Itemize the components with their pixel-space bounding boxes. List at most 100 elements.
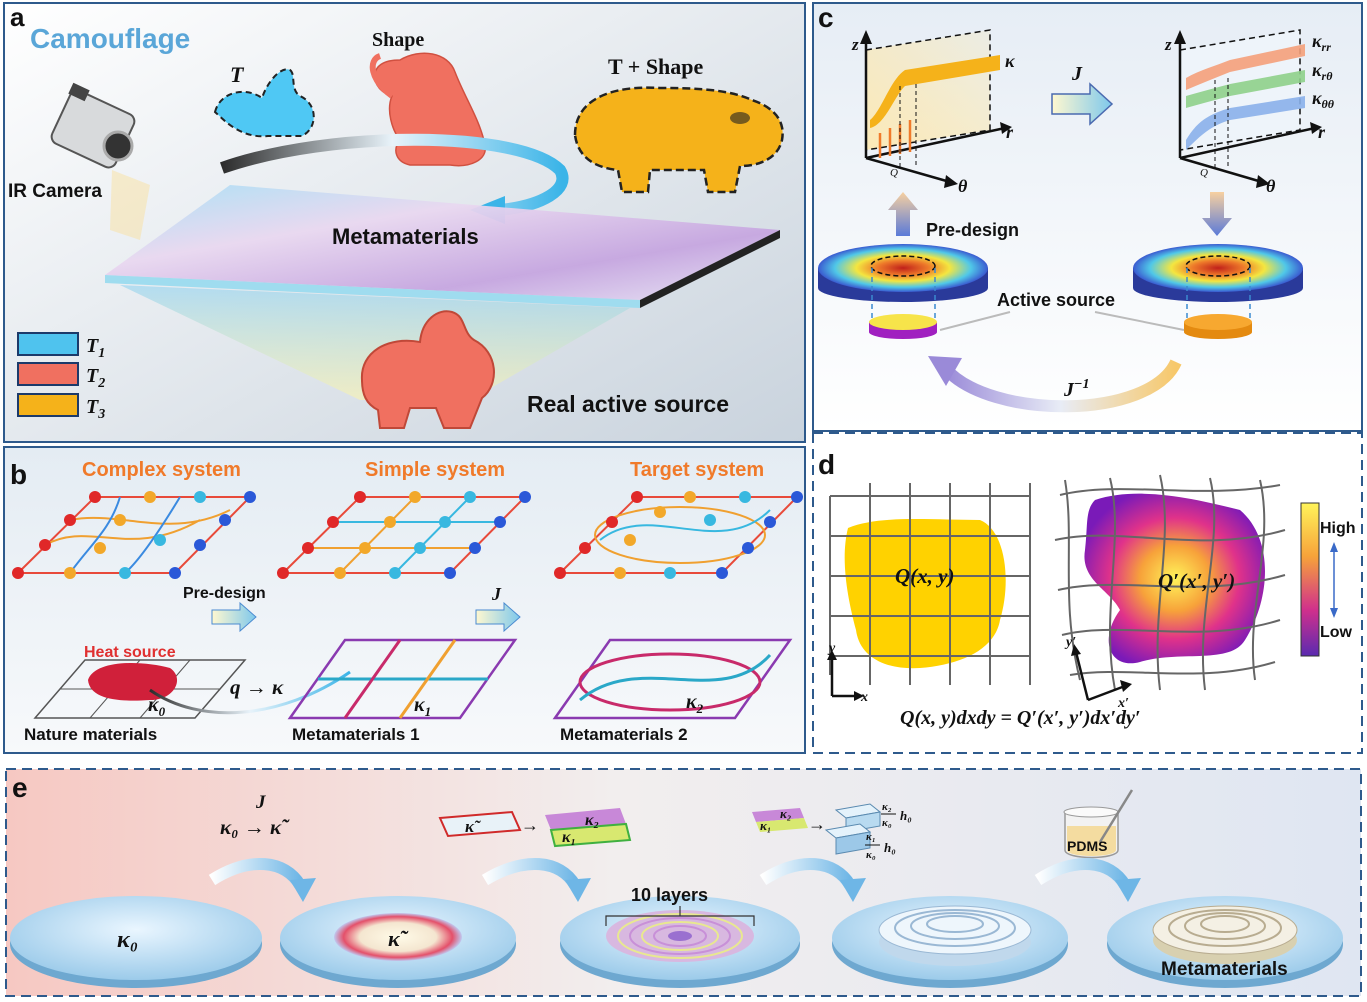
panel-b: b Complex system Simple system Target sy… [3, 446, 806, 754]
kappa-rr-label: κrr [1312, 31, 1331, 54]
lattice-simple [277, 491, 531, 579]
colorbar-low-label: Low [1320, 624, 1353, 641]
ir-camera-icon [50, 82, 136, 169]
rabbit-red-icon [360, 310, 495, 429]
kappa-rtheta-label: κrθ [1312, 60, 1333, 83]
lattice-target [554, 491, 803, 579]
axis-theta-right: θ [1266, 176, 1276, 196]
metamaterials-label: Metamaterials [332, 224, 479, 249]
legend-swatch-t1 [17, 332, 79, 356]
e-step3-tile-k2 [752, 808, 804, 822]
t-shape-label: T + Shape [608, 54, 704, 79]
j-inverse-label: J−1 [1063, 377, 1089, 401]
e-arrow-small-2-icon: → [808, 814, 826, 834]
e-tile-k2 [545, 808, 626, 830]
e-tilde-tile [438, 810, 522, 838]
e-arrow-3 [759, 857, 856, 889]
q-prime-label: Q′(x′, y′) [1158, 569, 1235, 593]
heat-source-blob [88, 663, 178, 701]
axis-r-right: r [1318, 122, 1326, 142]
pdms-label: PDMS [1067, 838, 1107, 854]
e-arrow-1 [208, 857, 306, 889]
e-disk1-label: κ₀ [117, 927, 138, 953]
e-arrow-small-1-icon: → [521, 815, 539, 835]
grid-meta2 [552, 638, 793, 720]
disk-left [818, 244, 988, 339]
panel-letter-a: a [10, 2, 25, 32]
regular-grid [829, 483, 1031, 685]
e-step3-k2-label: κ₂ [780, 806, 791, 821]
ir-camera-label: IR Camera [8, 181, 102, 202]
kappa0-label-b: κ0 [148, 694, 166, 719]
j-label-c: J [1071, 63, 1083, 85]
panel-letter-b: b [10, 459, 27, 490]
system-title-complex: Complex system [82, 459, 241, 481]
kappa-thetatheta-label: κθθ [1312, 88, 1335, 111]
arrow-pre-design-icon [211, 601, 257, 633]
arrow-j-icon [475, 601, 521, 633]
metamaterial-plate [105, 185, 780, 300]
kappa-surface [870, 55, 1000, 128]
system-title-simple: Simple system [365, 459, 505, 481]
e-disk-4 [832, 896, 1068, 988]
t-label: T [230, 62, 245, 87]
system-title-target: Target system [630, 459, 764, 481]
shape-label: Shape [372, 29, 424, 51]
panel-letter-c: c [818, 2, 834, 33]
plot-kappa [860, 29, 1012, 188]
e-arrow-2-head-icon [565, 878, 591, 902]
svg-text:h₀: h₀ [900, 808, 912, 823]
ten-layers-label: 10 layers [631, 885, 708, 905]
e-arrow-3-head-icon [840, 878, 866, 902]
camera-beam [110, 170, 150, 240]
e-step3-k1-label: κ₁ [760, 818, 771, 833]
e-map-label: κ₀ → κ̃ [220, 815, 290, 839]
q-to-kappa-label: q → κ [230, 675, 284, 699]
axis-z-left: z [851, 35, 859, 54]
pre-design-label-c: Pre-design [926, 220, 1019, 240]
grid-nature [33, 659, 247, 719]
e-arrow-1-head-icon [290, 878, 316, 902]
e-step3-tile-k1 [756, 818, 808, 832]
panel-c: c z r θ Q κ J [812, 2, 1363, 432]
legend-label-t2: T2 [86, 365, 105, 391]
e-disk-2 [280, 896, 516, 988]
heat-source-label: Heat source [84, 644, 176, 661]
arrow-up-icon [888, 192, 918, 236]
svg-text:κ₁: κ₁ [866, 831, 876, 843]
e-frac-top: κ₂ κ₀ h₀ [881, 801, 912, 829]
kappa1-label-b: κ1 [414, 694, 431, 719]
colorbar-high-label: High [1320, 520, 1356, 537]
j-inverse-arrow-head-icon [928, 356, 962, 386]
legend-label-t3: T3 [86, 396, 105, 422]
axis-xp-d: x′ [1117, 696, 1129, 711]
e-disk-5 [1107, 896, 1343, 988]
svg-text:κ₂: κ₂ [882, 801, 892, 813]
e-tile-k1 [549, 822, 632, 848]
panel-letter-e: e [12, 772, 28, 803]
legend-a: T1 T2 T3 [17, 332, 105, 422]
panda-icon [573, 86, 784, 194]
e-arrow-4 [1034, 857, 1131, 889]
axis-theta-left: θ [958, 176, 968, 196]
q-region [844, 519, 1006, 669]
panel-e: e J κ₀ → κ̃ κ̃ → κ₂ κ₁ κ₂ κ₁ → κ₂ κ₀ [5, 768, 1362, 997]
e-disk-3 [560, 896, 800, 988]
axis-y-d: y [827, 641, 836, 656]
panel-d: d Q(x, y) y x Q′(x′, y′) [812, 432, 1363, 754]
disk-right [1133, 244, 1303, 339]
e-k1-label: κ₁ [562, 829, 576, 846]
e-arrow-2 [481, 857, 581, 889]
panel-b-frame [3, 446, 806, 754]
real-source-label: Real active source [527, 391, 729, 417]
pre-design-label-b: Pre-design [183, 585, 266, 602]
j-label-b: J [491, 584, 502, 604]
axis-z-right: z [1164, 35, 1172, 54]
e-arrow-4-head-icon [1115, 878, 1141, 902]
axis-q-left: Q [890, 167, 898, 179]
e-k2-label: κ₂ [585, 812, 599, 829]
panel-a: a Camouflage IR Camera T Shape T + Shape… [3, 2, 806, 443]
legend-swatch-t2 [17, 362, 79, 386]
metamaterials1-label: Metamaterials 1 [292, 725, 420, 744]
rabbit-cyan-icon [213, 68, 315, 138]
